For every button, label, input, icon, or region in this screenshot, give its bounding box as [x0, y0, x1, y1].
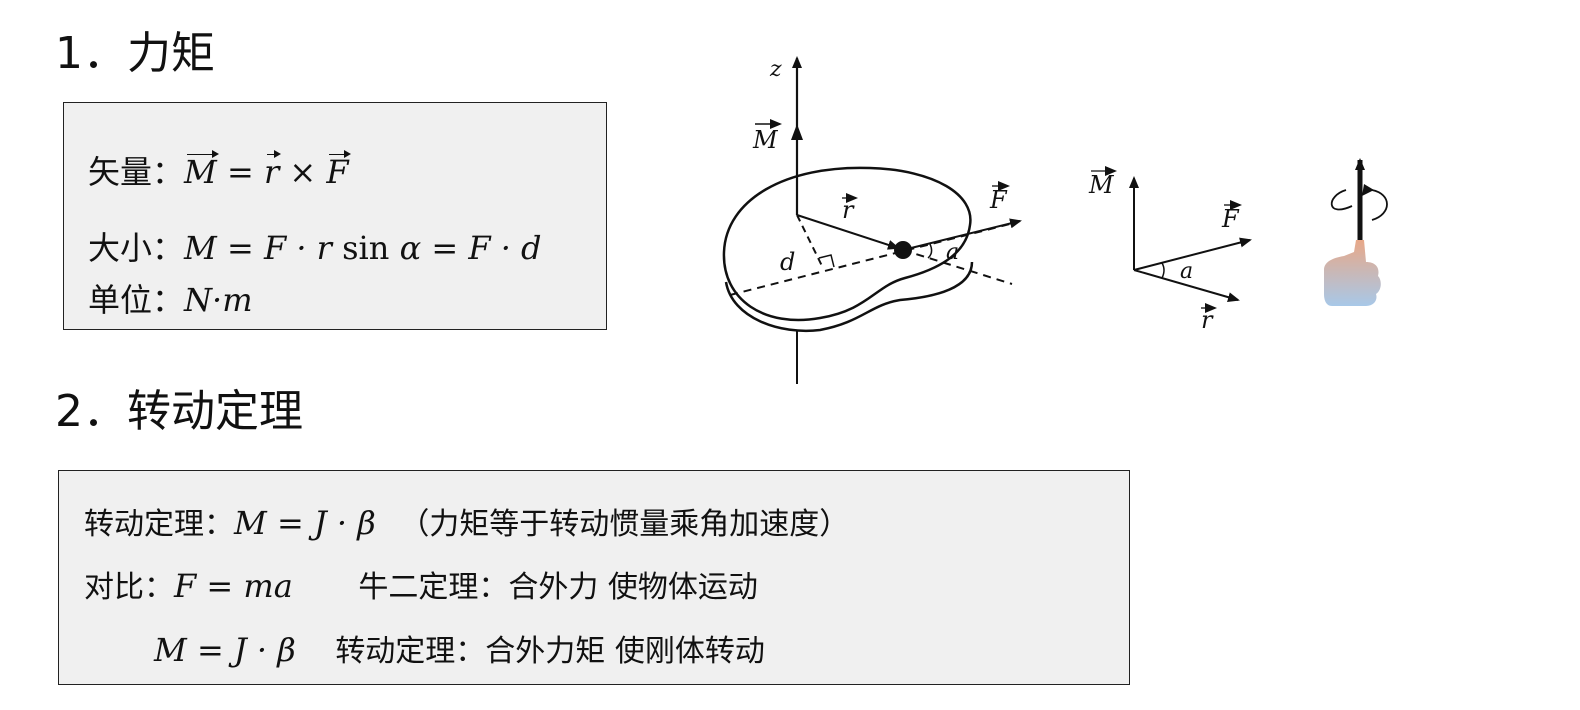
thumb-hand-shape — [1324, 240, 1381, 306]
radius-label-2: r — [1201, 306, 1214, 334]
unit-line: 单位：N·m — [88, 280, 253, 320]
torque-label-1: M — [752, 126, 779, 154]
magnitude-formula-line: 大小：M = F · r sin α = F · d — [88, 229, 542, 267]
vector-label: 矢量： — [88, 153, 185, 191]
rotation-line: M = J · β 转动定理：合外力矩 使刚体转动 — [154, 631, 765, 669]
unit-value: N·m — [184, 281, 253, 319]
force-label-1: F — [989, 186, 1008, 214]
angle-label-2: a — [1180, 259, 1193, 284]
torque-label-2: M — [1088, 171, 1115, 199]
radius-label-1: r — [842, 196, 855, 224]
rotation-theorem-box — [58, 470, 1130, 685]
section-2-heading: 2．转动定理 — [55, 386, 303, 437]
force-vector — [902, 218, 1022, 251]
body-top-face — [722, 166, 972, 322]
unit-label: 单位： — [88, 281, 185, 319]
magnitude-label: 大小： — [88, 229, 185, 267]
angle-arc-1 — [927, 243, 933, 259]
angle-arc-2 — [1161, 262, 1165, 279]
theorem-line: 转动定理：M = J · β （力矩等于转动惯量乘角加速度） — [84, 504, 850, 542]
torque-definition-box — [63, 102, 607, 330]
rotation-direction-arc — [1330, 189, 1388, 221]
compare-line: 对比：F = ma 牛二定理：合外力 使物体运动 — [84, 567, 758, 605]
force-vector-2 — [1133, 237, 1252, 271]
vector-triad-diagram: M F r a — [1088, 166, 1252, 334]
force-label-2: F — [1221, 205, 1240, 233]
newton-text: 牛二定理：合外力 使物体运动 — [358, 570, 758, 605]
right-angle-mark — [818, 254, 835, 268]
right-hand-rule-icon — [1324, 158, 1388, 306]
angle-label-1: a — [946, 240, 959, 265]
perpendicular-distance-line — [796, 214, 824, 269]
vector-formula-line: 矢量：M = r × F — [88, 150, 351, 191]
rotation-arc-head — [1362, 184, 1374, 196]
radius-extension — [902, 249, 1013, 285]
theorem-note: （力矩等于转动惯量乘角加速度） — [399, 507, 850, 542]
z-axis-label: z — [769, 57, 782, 82]
body-bottom-edge — [724, 261, 974, 333]
compare-label: 对比： — [84, 570, 174, 605]
section-1-heading: 1．力矩 — [55, 28, 215, 79]
radius-vector — [796, 214, 900, 250]
rotation-text: 转动定理：合外力矩 使刚体转动 — [335, 634, 765, 669]
radius-vector-2 — [1133, 269, 1240, 303]
theorem-label: 转动定理： — [84, 507, 234, 542]
distance-label: d — [780, 248, 795, 276]
torque-arrowhead-on-axis — [791, 124, 803, 140]
